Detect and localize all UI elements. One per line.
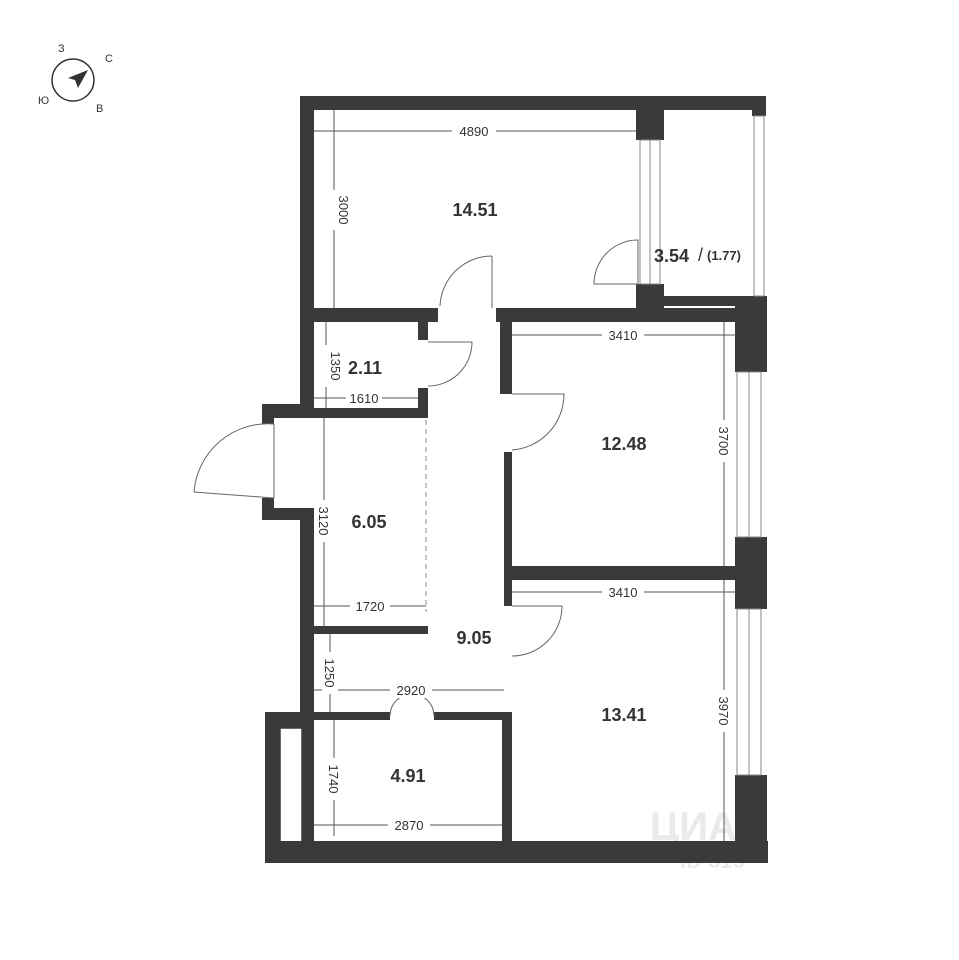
area-bedroom1: 12.48 bbox=[601, 434, 646, 454]
wall-right-2 bbox=[735, 537, 767, 609]
wall-bed-divider bbox=[504, 566, 736, 580]
door-living bbox=[439, 255, 493, 308]
wall-bed1-left-lower bbox=[504, 452, 512, 570]
wall-bath-top-right bbox=[434, 712, 508, 720]
dim-living-depth: 3000 bbox=[336, 196, 351, 225]
dim-living-width: 4890 bbox=[460, 124, 489, 139]
area-bedroom2: 13.41 bbox=[601, 705, 646, 725]
wall-bath-right bbox=[502, 712, 512, 842]
wall-left-lower bbox=[300, 508, 314, 716]
dim-hall-width: 2920 bbox=[397, 683, 426, 698]
walls bbox=[262, 96, 768, 863]
dim-bedroom2-depth: 3970 bbox=[716, 697, 731, 726]
wall-bath-top-left bbox=[314, 712, 390, 720]
area-balcony-reduced: (1.77) bbox=[707, 248, 741, 263]
wall-balcony-floor bbox=[654, 296, 767, 306]
wall-bottom bbox=[265, 841, 768, 863]
dim-bathroom-small-width: 1610 bbox=[350, 391, 379, 406]
dimension-lines bbox=[314, 110, 736, 841]
wall-wc-bottom bbox=[314, 408, 428, 418]
door-bedroom2 bbox=[511, 605, 563, 657]
windows bbox=[639, 115, 765, 776]
wall-top bbox=[300, 96, 766, 110]
dim-bedroom1-width: 3410 bbox=[609, 328, 638, 343]
wall-hall-top bbox=[314, 626, 428, 634]
dim-hall-depth: 1250 bbox=[322, 659, 337, 688]
compass-north: С bbox=[105, 53, 113, 65]
dim-bathroom-small-depth: 1350 bbox=[328, 352, 343, 381]
wall-entrance-jamb-top bbox=[262, 404, 274, 424]
wall-wc-jamb-bottom bbox=[418, 388, 428, 418]
shaft bbox=[279, 727, 303, 845]
wall-balcony-top bbox=[636, 96, 664, 140]
wall-living-bottom-left bbox=[314, 308, 438, 322]
area-hall: 9.05 bbox=[456, 628, 491, 648]
dim-bedroom2-width: 3410 bbox=[609, 585, 638, 600]
dim-bathroom-width: 2870 bbox=[395, 818, 424, 833]
dim-bathroom-depth: 1740 bbox=[326, 765, 341, 794]
compass-west: З bbox=[58, 43, 65, 55]
door-balcony bbox=[593, 239, 639, 285]
wall-right-3 bbox=[735, 775, 767, 855]
wall-right-1 bbox=[735, 300, 767, 372]
wall-bed2-jamb-top bbox=[504, 580, 512, 606]
door-wc bbox=[427, 341, 473, 387]
wall-bed1-left-upper bbox=[500, 322, 512, 394]
area-bathroom-small: 2.11 bbox=[348, 358, 382, 378]
door-bedroom1 bbox=[511, 393, 565, 451]
compass-south: Ю bbox=[38, 95, 49, 107]
compass-circle bbox=[51, 58, 95, 102]
dim-entrance-depth: 3120 bbox=[316, 507, 331, 536]
compass-east: В bbox=[96, 103, 103, 115]
wall-balcony-corner bbox=[752, 96, 766, 116]
wall-left-upper bbox=[300, 96, 314, 412]
compass-arrow-icon bbox=[68, 70, 88, 88]
compass: З С Ю В bbox=[38, 43, 113, 115]
area-bathroom: 4.91 bbox=[390, 766, 425, 786]
window-balcony bbox=[753, 115, 765, 297]
room-areas: 14.51 3.54 / (1.77) 2.11 12.48 6.05 9.05… bbox=[348, 200, 741, 786]
doors bbox=[193, 239, 639, 717]
area-living: 14.51 bbox=[452, 200, 497, 220]
wall-wc-jamb-top bbox=[418, 322, 428, 340]
area-entrance: 6.05 bbox=[351, 512, 386, 532]
wall-living-bottom-right bbox=[496, 308, 736, 322]
dimension-labels: 4890 3000 3410 3700 1350 1610 3120 1720 … bbox=[316, 123, 732, 833]
dim-entrance-width: 1720 bbox=[356, 599, 385, 614]
wall-entrance-top bbox=[262, 404, 314, 418]
door-entrance bbox=[193, 423, 275, 498]
svg-text:/: / bbox=[698, 245, 703, 265]
area-balcony: 3.54 bbox=[654, 246, 689, 266]
dim-bedroom1-depth: 3700 bbox=[716, 427, 731, 456]
